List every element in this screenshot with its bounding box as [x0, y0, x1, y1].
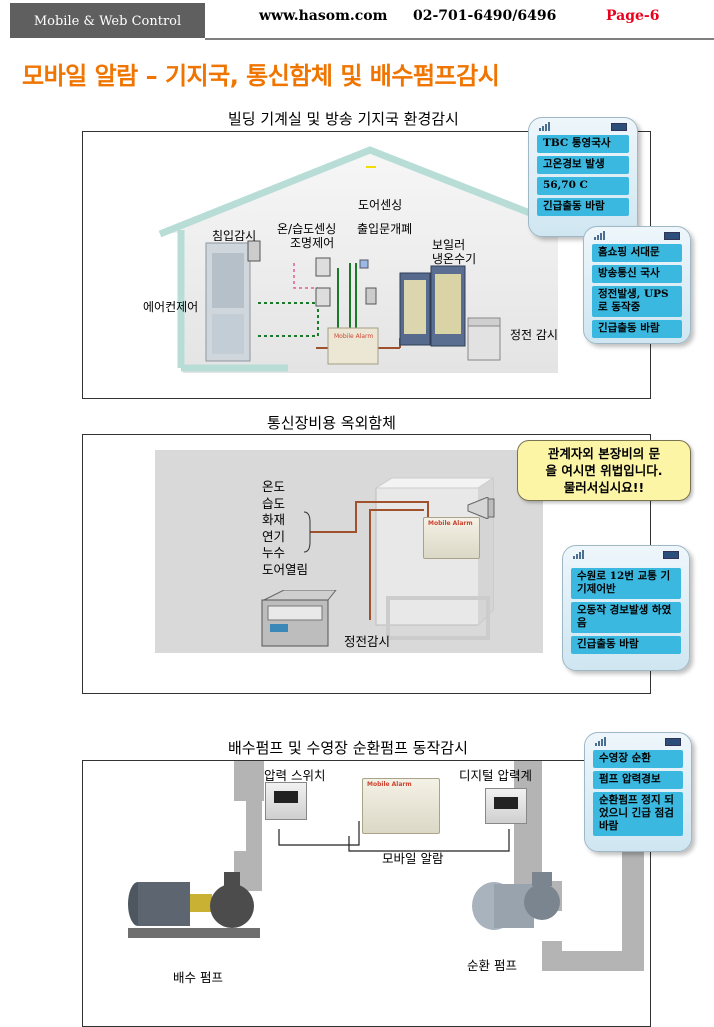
signal-icon	[573, 550, 585, 559]
phone-msg: 긴급출동 바람	[571, 636, 681, 654]
phone-alert-4: 수영장 순환 펌프 압력경보 순환펌프 정지 되었으니 긴급 점검 바람	[584, 732, 692, 852]
label-mobile-alarm: 모바일 알람	[382, 851, 444, 866]
speech-line: 을 여시면 위법입니다.	[545, 463, 663, 478]
warning-speech-bubble: 관계자외 본장비의 문 을 여시면 위법입니다. 물러서십시요!!	[517, 440, 691, 501]
label-drain-pump: 배수 펌프	[173, 970, 223, 985]
speech-line: 물러서십시요!!	[563, 480, 645, 495]
phone-msg: 긴급출동 바람	[592, 320, 682, 338]
label-pressure-switch: 압력 스위치	[264, 768, 326, 783]
drain-pump-icon	[128, 872, 260, 938]
phone-msg: 긴급출동 바람	[537, 198, 629, 216]
digital-pressure-gauge	[485, 788, 527, 824]
circulation-pump-icon	[472, 872, 560, 930]
device-brand: Mobile Alarm	[367, 781, 412, 788]
battery-icon	[665, 738, 681, 746]
phone-number: 02-701-6490/6496	[413, 8, 557, 24]
label-power-fail-2: 정전감시	[344, 634, 391, 649]
sensor-item: 도어열림	[262, 561, 309, 577]
section2-title: 통신장비용 옥외함체	[267, 414, 396, 432]
label-door-sensing: 도어센싱	[358, 198, 403, 212]
phone-alert-2: 홈쇼핑 서대문 방송통신 국사 정전발생, UPS 로 동작중 긴급출동 바람	[583, 226, 691, 344]
phone-alert-1: TBC 통영국사 고온경보 발생 56,70 C 긴급출동 바람	[528, 117, 638, 237]
signal-icon	[594, 231, 606, 240]
label-temp-humidity: 온/습도센싱	[277, 222, 337, 236]
building-illustration: Mobile Alarm	[158, 146, 558, 373]
phone-msg: 펌프 압력경보	[593, 771, 683, 789]
device-brand: Mobile Alarm	[428, 520, 473, 527]
label-access: 출입문개폐	[357, 222, 413, 236]
phone-msg: 홈쇼핑 서대문	[592, 244, 682, 262]
battery-icon	[664, 232, 680, 240]
speech-line: 관계자외 본장비의 문	[547, 446, 661, 461]
sensor-item: 연기	[262, 528, 286, 544]
label-power-fail: 정전 감시	[510, 328, 558, 342]
signal-icon	[595, 737, 607, 746]
label-circ-pump: 순환 펌프	[467, 958, 517, 973]
header-tab: Mobile & Web Control	[10, 3, 205, 38]
phone-msg: TBC 통영국사	[537, 135, 629, 153]
sensor-item: 습도	[262, 495, 286, 511]
label-intrusion: 침입감시	[212, 229, 257, 243]
phone-msg: 수원로 12번 교통 기기제어반	[571, 568, 681, 599]
phone-msg: 56,70 C	[537, 177, 629, 195]
label-chiller: 냉온수기	[432, 252, 477, 266]
page-title: 모바일 알람 – 기지국, 통신함체 및 배수펌프감시	[22, 62, 500, 90]
label-boiler: 보일러	[432, 238, 466, 252]
phone-msg: 고온경보 발생	[537, 156, 629, 174]
header-bar	[205, 3, 714, 40]
phone-msg: 방송통신 국사	[592, 265, 682, 283]
mobile-alarm-device-2: Mobile Alarm	[362, 778, 440, 834]
sensor-item: 누수	[262, 545, 286, 560]
sensor-list: 온도 습도 화재 연기 누수 도어열림	[262, 479, 308, 578]
phone-msg: 수영장 순환	[593, 750, 683, 768]
section3-title: 배수펌프 및 수영장 순환펌프 동작감시	[228, 739, 468, 757]
mobile-alarm-device: Mobile Alarm	[423, 517, 480, 559]
phone-alert-3: 수원로 12번 교통 기기제어반 오동작 경보발생 하였음 긴급출동 바람	[562, 545, 690, 671]
pressure-switch-device	[265, 782, 307, 820]
page-number: Page-6	[606, 8, 660, 24]
sensor-item: 온도	[262, 479, 286, 494]
battery-icon	[611, 123, 627, 131]
svg-text:Mobile Alarm: Mobile Alarm	[334, 333, 373, 340]
label-digital-gauge: 디지털 압력계	[459, 768, 532, 783]
label-aircon: 에어컨제어	[143, 300, 199, 314]
ups-unit-icon	[261, 590, 337, 647]
signal-icon	[539, 122, 551, 131]
battery-icon	[663, 551, 679, 559]
site-url[interactable]: www.hasom.com	[259, 8, 388, 24]
phone-msg: 순환펌프 정지 되었으니 긴급 점검 바람	[593, 792, 683, 836]
section1-title: 빌딩 기계실 및 방송 기지국 환경감시	[228, 110, 459, 128]
phone-msg: 오동작 경보발생 하였음	[571, 602, 681, 633]
phone-msg: 정전발생, UPS 로 동작중	[592, 286, 682, 317]
label-lighting: 조명제어	[290, 236, 335, 250]
siren-icon	[464, 496, 500, 520]
sensor-item: 화재	[262, 512, 286, 527]
